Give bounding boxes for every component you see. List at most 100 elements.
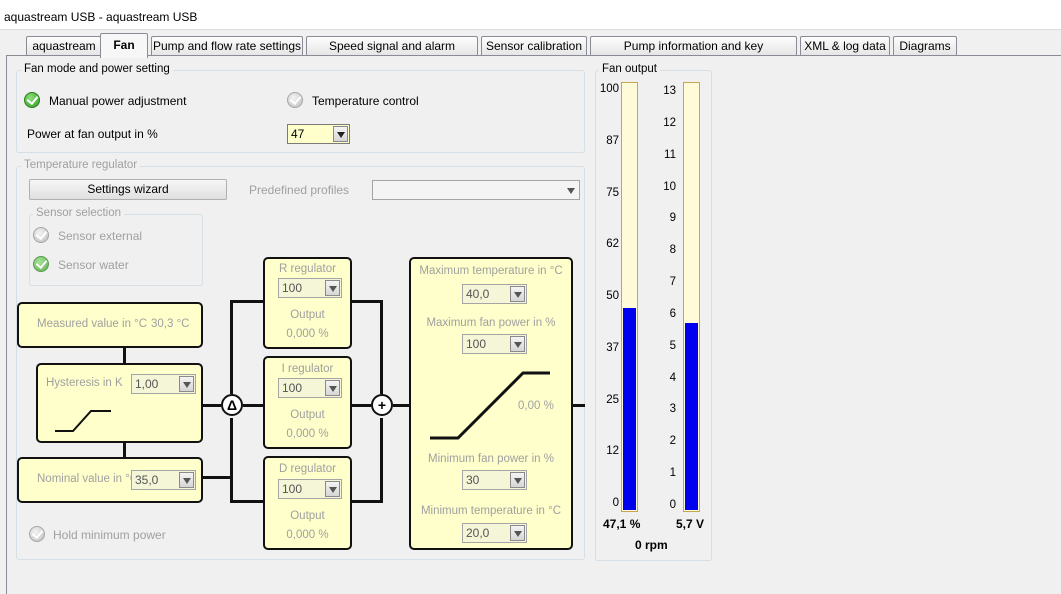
chevron-down-icon[interactable] <box>325 280 340 296</box>
volt-scale-tick: 13 <box>663 85 676 97</box>
volt-scale-tick: 0 <box>669 499 676 511</box>
d-select[interactable]: 100 <box>278 479 342 499</box>
wire <box>123 346 126 364</box>
tab-aquastream[interactable]: aquastream <box>26 36 102 57</box>
min-power-value: 30 <box>466 473 480 487</box>
power-label: Power at fan output in % <box>27 127 158 141</box>
limiter-curve-graph <box>430 371 550 440</box>
wire <box>393 404 410 407</box>
d-regulator-panel: D regulator 100 Output 0,000 % <box>263 456 352 550</box>
measured-value: 30,3 °C <box>151 318 190 330</box>
min-power-select[interactable]: 30 <box>462 470 527 490</box>
window-title: aquastream USB - aquastream USB <box>4 10 198 24</box>
tab-pump-flow[interactable]: Pump and flow rate settings <box>151 36 303 57</box>
chevron-down-icon[interactable] <box>510 336 525 352</box>
volt-bar-fill <box>685 323 698 510</box>
wire <box>203 476 233 479</box>
chevron-down-icon[interactable] <box>179 472 194 488</box>
max-temp-value: 40,0 <box>466 287 490 301</box>
chevron-down-icon[interactable] <box>325 380 340 396</box>
curve-value: 0,00 % <box>518 400 554 412</box>
tab-speed-alarm[interactable]: Speed signal and alarm settings <box>306 36 478 72</box>
max-power-value: 100 <box>466 337 487 351</box>
chevron-down-icon[interactable] <box>325 481 340 497</box>
tab-diagrams[interactable]: Diagrams <box>893 36 957 57</box>
tab-xml-log[interactable]: XML & log data <box>800 36 890 57</box>
volt-scale-tick: 2 <box>669 435 676 448</box>
nominal-select[interactable]: 35,0 <box>131 470 196 490</box>
chevron-down-icon[interactable] <box>510 525 525 541</box>
volt-scale-tick: 3 <box>669 403 676 416</box>
manual-radio[interactable] <box>24 92 40 108</box>
volt-scale-tick: 8 <box>669 244 676 257</box>
wire <box>230 418 233 503</box>
sensor-external-label: Sensor external <box>58 229 143 243</box>
hysteresis-label: Hysteresis in K <box>46 377 123 389</box>
settings-wizard-button[interactable]: Settings wizard <box>29 179 227 200</box>
d-output-label: Output <box>290 510 325 522</box>
manual-label: Manual power adjustment <box>49 94 187 108</box>
percent-bar <box>621 82 638 512</box>
hysteresis-select[interactable]: 1,00 <box>131 374 196 394</box>
i-select[interactable]: 100 <box>278 378 342 398</box>
wire <box>351 404 371 407</box>
wire <box>243 404 264 407</box>
volt-scale-tick: 11 <box>664 148 676 161</box>
d-label: D regulator <box>279 463 336 475</box>
min-temp-label: Minimum temperature in °C <box>420 505 562 517</box>
r-output-label: Output <box>290 309 325 321</box>
r-regulator-panel: R regulator 100 Output 0,000 % <box>263 257 352 349</box>
chevron-down-icon[interactable] <box>510 286 525 302</box>
plus-node: + <box>371 394 393 416</box>
tab-pump-info[interactable]: Pump information and key management <box>590 36 797 72</box>
temp-control-radio[interactable] <box>287 92 303 108</box>
min-temp-select[interactable]: 20,0 <box>462 523 527 543</box>
r-output-value: 0,000 % <box>286 328 329 340</box>
measured-label: Measured value in °C <box>37 318 148 330</box>
percent-scale-tick: 0 <box>612 497 619 509</box>
r-value: 100 <box>282 281 303 295</box>
volt-scale-tick: 12 <box>663 116 676 129</box>
hysteresis-panel: Hysteresis in K 1,00 <box>36 363 203 443</box>
wire <box>380 418 383 503</box>
i-value: 100 <box>282 381 303 395</box>
sensor-water-label: Sensor water <box>58 258 129 272</box>
volt-scale-tick: 5 <box>669 339 676 352</box>
power-select[interactable]: 47 <box>287 124 350 144</box>
chevron-down-icon[interactable] <box>510 472 525 488</box>
i-output-label: Output <box>290 409 325 421</box>
percent-scale-tick: 62 <box>606 238 619 251</box>
r-select[interactable]: 100 <box>278 278 342 298</box>
max-temp-select[interactable]: 40,0 <box>462 284 527 304</box>
hold-min-checkbox[interactable] <box>29 526 45 542</box>
chevron-down-icon[interactable] <box>333 126 348 142</box>
min-temp-value: 20,0 <box>466 526 490 540</box>
percent-scale-tick: 12 <box>606 445 619 458</box>
hysteresis-graph <box>55 410 111 432</box>
hysteresis-value: 1,00 <box>135 377 159 391</box>
chevron-down-icon[interactable] <box>179 376 194 392</box>
d-value: 100 <box>282 482 303 496</box>
tab-fan[interactable]: Fan <box>100 33 148 58</box>
sensor-water-radio[interactable] <box>33 256 49 272</box>
nominal-value: 35,0 <box>135 473 159 487</box>
percent-bar-fill <box>623 308 636 510</box>
wire <box>123 442 126 459</box>
regulator-group <box>16 166 585 560</box>
tab-sensor-calibration[interactable]: Sensor calibration <box>481 36 587 57</box>
volt-scale-tick: 6 <box>669 307 676 320</box>
chevron-down-icon[interactable] <box>563 182 578 198</box>
volt-scale-tick: 7 <box>669 276 676 289</box>
rpm-value: 0 rpm <box>635 538 668 552</box>
max-power-select[interactable]: 100 <box>462 334 527 354</box>
limiter-panel: Maximum temperature in °C 40,0 Maximum f… <box>409 257 573 550</box>
profiles-label: Predefined profiles <box>249 183 350 197</box>
volt-scale-tick: 4 <box>669 371 676 384</box>
title-bar: aquastream USB - aquastream USB <box>0 0 1061 30</box>
sensor-external-radio[interactable] <box>33 227 49 243</box>
volt-value: 5,7 V <box>676 517 705 531</box>
temp-control-label: Temperature control <box>312 94 419 108</box>
profiles-select[interactable] <box>372 180 580 200</box>
hold-min-label: Hold minimum power <box>53 528 166 542</box>
i-label: I regulator <box>281 363 334 375</box>
